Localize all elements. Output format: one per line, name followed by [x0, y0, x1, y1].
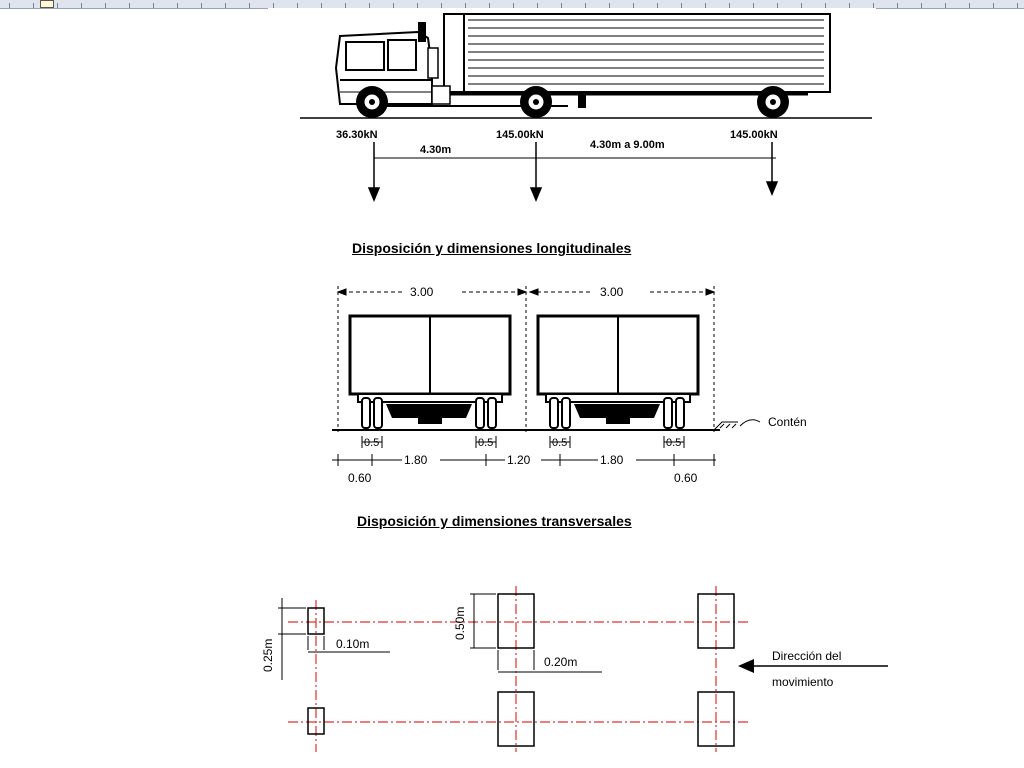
- track-label-right: 1.80: [600, 453, 624, 467]
- load-rear-label: 145.00kN: [730, 129, 778, 141]
- load-front-label: 36.30kN: [336, 129, 378, 141]
- track-label-bg-right: [598, 453, 636, 467]
- figure-transversal-trucks: 3.00 3.00: [302, 276, 842, 496]
- front-footprint-length-label: 0.25m: [261, 639, 275, 672]
- rear-footprint-width-label: 0.20m: [544, 655, 577, 669]
- track-label-bg-left: [402, 453, 440, 467]
- truck-rear-right: [536, 314, 700, 429]
- caption-longitudinal: Disposición y dimensiones longitudinales: [352, 240, 632, 256]
- wheel-footprints: [307, 593, 735, 747]
- spacing-rear-label: 4.30m a 9.00m: [590, 139, 665, 151]
- figure-longitudinal-truck: 36.30kN 145.00kN 145.00kN 4.30m 4.30m a …: [268, 8, 876, 206]
- wheel-rear: [757, 86, 789, 118]
- wheel-width-dimensions: [361, 436, 685, 448]
- track-label-left: 1.80: [404, 453, 428, 467]
- track-dimension-ticks: [337, 454, 715, 466]
- load-arrows: [367, 142, 779, 202]
- spacing-front-label: 4.30m: [420, 144, 451, 156]
- footprint-plan-diagram: 0.25m 0.10m 0.50m 0.20m Dirección del mo…: [261, 586, 888, 752]
- lane-boundaries: [337, 286, 715, 432]
- cargo-box: [443, 13, 831, 96]
- curb-label: Contén: [768, 415, 807, 429]
- edge-offset-label-right: 0.60: [674, 471, 698, 485]
- lane-width-label-left: 3.00: [410, 285, 434, 299]
- truck-cab: [334, 22, 439, 105]
- truck-rear-left: [348, 314, 512, 429]
- wheel-width-label-3: 0.5: [552, 437, 567, 449]
- figure-wheel-footprint-plan: 0.25m 0.10m 0.50m 0.20m Dirección del mo…: [252, 580, 892, 758]
- ruler-tab-marker[interactable]: [40, 0, 54, 8]
- wheel-width-label-2: 0.5: [478, 437, 493, 449]
- curb-symbol: [713, 419, 761, 431]
- wheel-front: [356, 86, 388, 118]
- direction-arrow: [738, 659, 888, 673]
- front-footprint-dimensions: [278, 598, 390, 680]
- gap-label: 1.20: [507, 453, 531, 467]
- rear-footprint-length-label: 0.50m: [453, 607, 467, 640]
- lane-width-dimensions: [336, 288, 716, 296]
- centerlines: [288, 586, 748, 752]
- direction-label-line2: movimiento: [772, 675, 834, 689]
- front-footprint-width-label: 0.10m: [336, 637, 369, 651]
- caption-transversal: Disposición y dimensiones transversales: [357, 513, 632, 529]
- edge-offset-label-left: 0.60: [348, 471, 372, 485]
- gap-label-bg: [505, 453, 541, 467]
- wheel-width-label-4: 0.5: [666, 437, 681, 449]
- wheel-width-label-1: 0.5: [364, 437, 379, 449]
- direction-label-line1: Dirección del: [772, 649, 841, 663]
- lane-width-label-right: 3.00: [600, 285, 624, 299]
- load-middle-label: 145.00kN: [496, 129, 544, 141]
- wheel-middle: [520, 86, 552, 118]
- truck-side-diagram: 36.30kN 145.00kN 145.00kN 4.30m 4.30m a …: [300, 13, 872, 202]
- rear-footprint-dimensions: [470, 593, 602, 673]
- truck-rear-diagram: 3.00 3.00: [332, 285, 807, 485]
